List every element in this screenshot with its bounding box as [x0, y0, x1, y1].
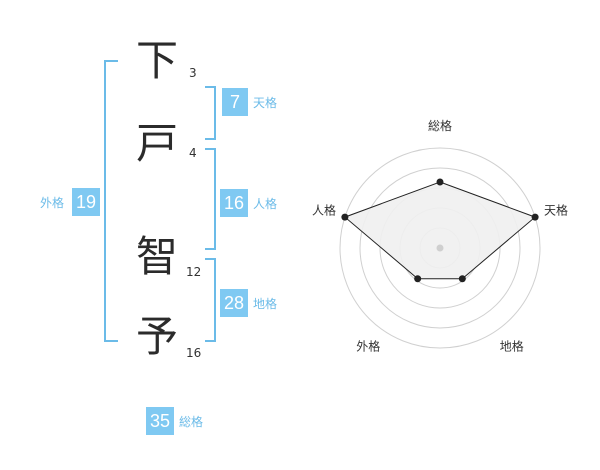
gaikaku-bracket	[104, 60, 118, 342]
chikaku-label: 地格	[253, 297, 278, 311]
radar-axis-label-3: 地格	[500, 339, 524, 354]
stroke-count-1: 3	[189, 66, 197, 80]
name-char-1: 下	[135, 36, 178, 85]
jinkaku-bracket	[205, 148, 216, 250]
radar-axis-label-1: 総格	[428, 118, 452, 133]
radar-area	[343, 181, 537, 280]
stroke-count-3: 12	[186, 265, 202, 279]
soukaku-value: 35	[146, 407, 174, 435]
radar-axis-label-4: 外格	[356, 339, 380, 354]
radar-point-3	[458, 275, 466, 283]
radar-ring	[339, 147, 541, 349]
radar-center	[436, 244, 444, 252]
gaikaku-value: 19	[72, 188, 100, 216]
radar-ring	[359, 167, 521, 329]
stroke-count-2: 4	[189, 146, 197, 160]
chikaku-value: 28	[220, 289, 248, 317]
radar-point-4	[414, 275, 422, 283]
tenkaku-bracket	[205, 86, 216, 140]
name-char-3: 智	[135, 232, 178, 281]
name-char-4: 予	[135, 312, 178, 361]
jinkaku-value: 16	[220, 189, 248, 217]
chikaku-bracket	[205, 258, 216, 342]
name-char-2: 戸	[135, 119, 178, 168]
radar-point-5	[341, 213, 349, 221]
radar-axis-label-2: 天格	[544, 202, 568, 217]
radar-point-2	[531, 213, 539, 221]
radar-point-1	[436, 178, 444, 186]
stroke-count-4: 16	[186, 346, 202, 360]
gaikaku-label: 外格	[40, 196, 65, 210]
soukaku-label: 総格	[179, 415, 204, 429]
radar-points	[341, 178, 539, 283]
tenkaku-label: 天格	[253, 96, 278, 110]
jinkaku-label: 人格	[253, 197, 278, 211]
radar-axis-label-5: 人格	[312, 202, 336, 217]
tenkaku-value: 7	[222, 88, 248, 116]
